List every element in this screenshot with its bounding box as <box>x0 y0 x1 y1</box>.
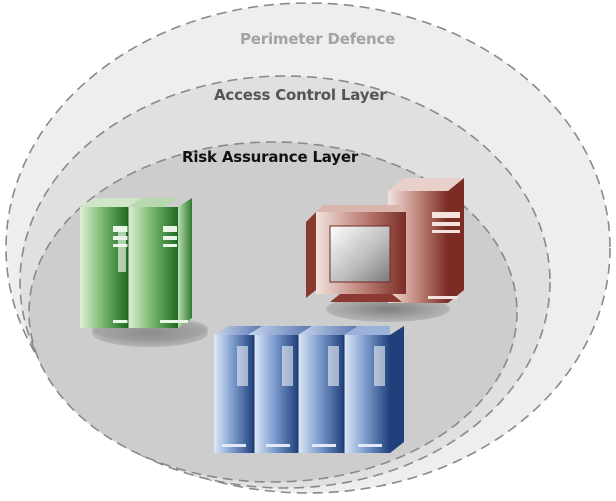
access-control-layer-label: Access Control Layer <box>214 86 387 104</box>
green-server-pair-icon <box>80 198 208 347</box>
blue-server-rack-icon <box>214 326 404 453</box>
perimeter-defence-label: Perimeter Defence <box>240 30 396 48</box>
risk-assurance-layer-label: Risk Assurance Layer <box>182 148 359 166</box>
desktop-computer-icon <box>306 178 464 322</box>
